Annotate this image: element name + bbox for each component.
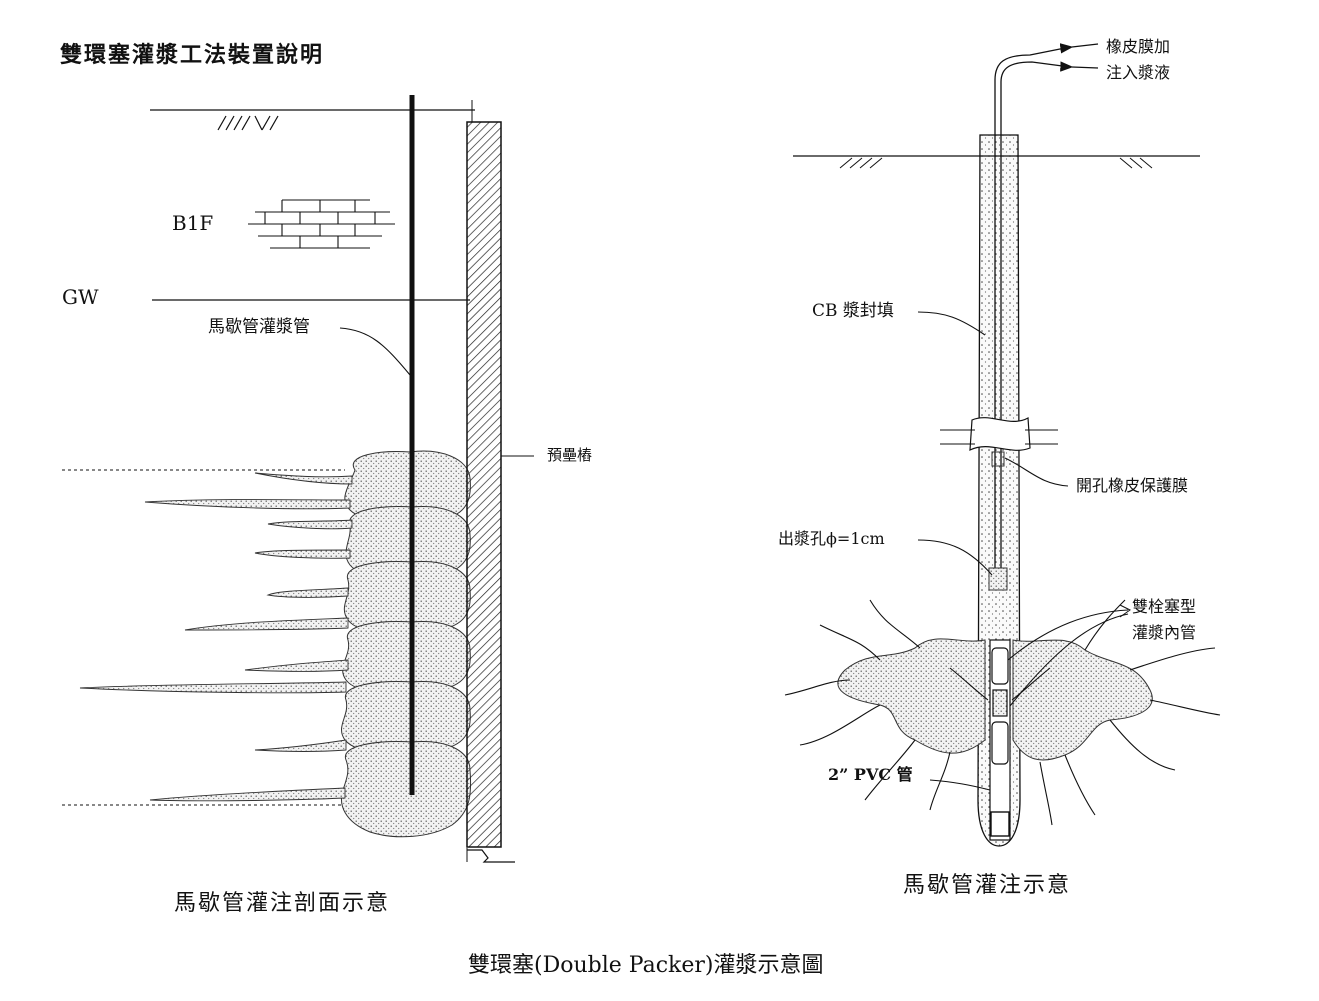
precast-pile	[466, 121, 502, 848]
figure-caption: 雙環塞(Double Packer)灌漿示意圖	[468, 953, 823, 978]
cb-seal-leader	[917, 311, 986, 336]
packer-leader-arrow	[1119, 604, 1131, 618]
right-ground-hatch-right	[1119, 157, 1153, 169]
lower-packer	[991, 721, 1009, 765]
rubber-sleeve-marks	[988, 451, 1008, 591]
packer-label-line2: 灌漿內管	[1132, 623, 1196, 642]
upper-packer	[991, 647, 1009, 685]
sleeve-pipe-label: 馬歇管灌漿管	[208, 317, 310, 337]
outlet-leader	[917, 539, 993, 576]
pvc-leader	[929, 779, 991, 791]
rubber-sleeve-leader	[1004, 457, 1069, 487]
brick-wall-symbol	[248, 199, 395, 249]
left-section-diagram: B1F GW	[62, 95, 592, 916]
right-ground-hatch-left	[839, 157, 883, 169]
packer-leader-lower	[1009, 613, 1129, 707]
membrane-label-line1: 橡皮膜加	[1106, 37, 1170, 56]
right-section-diagram: 橡皮膜加 注入漿液	[778, 37, 1221, 898]
grout-inject-label-line2: 注入漿液	[1106, 63, 1170, 82]
arrow-grout-inject	[1060, 61, 1099, 72]
packer-label-line1: 雙栓塞型	[1132, 597, 1196, 616]
cb-seal-label: CB 漿封填	[812, 301, 894, 321]
outlet-label: 出漿孔ϕ=1cm	[778, 529, 885, 548]
arrow-membrane	[1059, 43, 1099, 54]
pvc-label: 2” PVC 管	[828, 765, 913, 784]
sleeve-pipe-leader	[339, 327, 411, 376]
pile-break-symbol	[467, 849, 515, 863]
page-title: 雙環塞灌漿工法裝置說明	[60, 42, 324, 68]
pipe-end-plug	[990, 811, 1010, 837]
packer-leader-upper	[1007, 609, 1129, 661]
grout-bulbs	[341, 450, 472, 838]
inflation-hose	[1000, 61, 1071, 580]
grout-outlet-chamber	[992, 689, 1008, 717]
pile-label: 預壘樁	[547, 446, 592, 464]
grout-veins	[79, 472, 353, 802]
borehole-break-symbol	[940, 417, 1058, 452]
left-caption: 馬歇管灌注剖面示意	[174, 891, 390, 916]
grout-spread-veins	[784, 599, 1221, 826]
rubber-sleeve-label: 開孔橡皮保護膜	[1076, 476, 1188, 495]
ground-hatch-symbol	[217, 115, 279, 131]
gw-label: GW	[62, 285, 99, 309]
b1f-label: B1F	[172, 211, 213, 235]
right-caption: 馬歇管灌注示意	[903, 873, 1071, 898]
injection-hose	[994, 46, 1071, 580]
